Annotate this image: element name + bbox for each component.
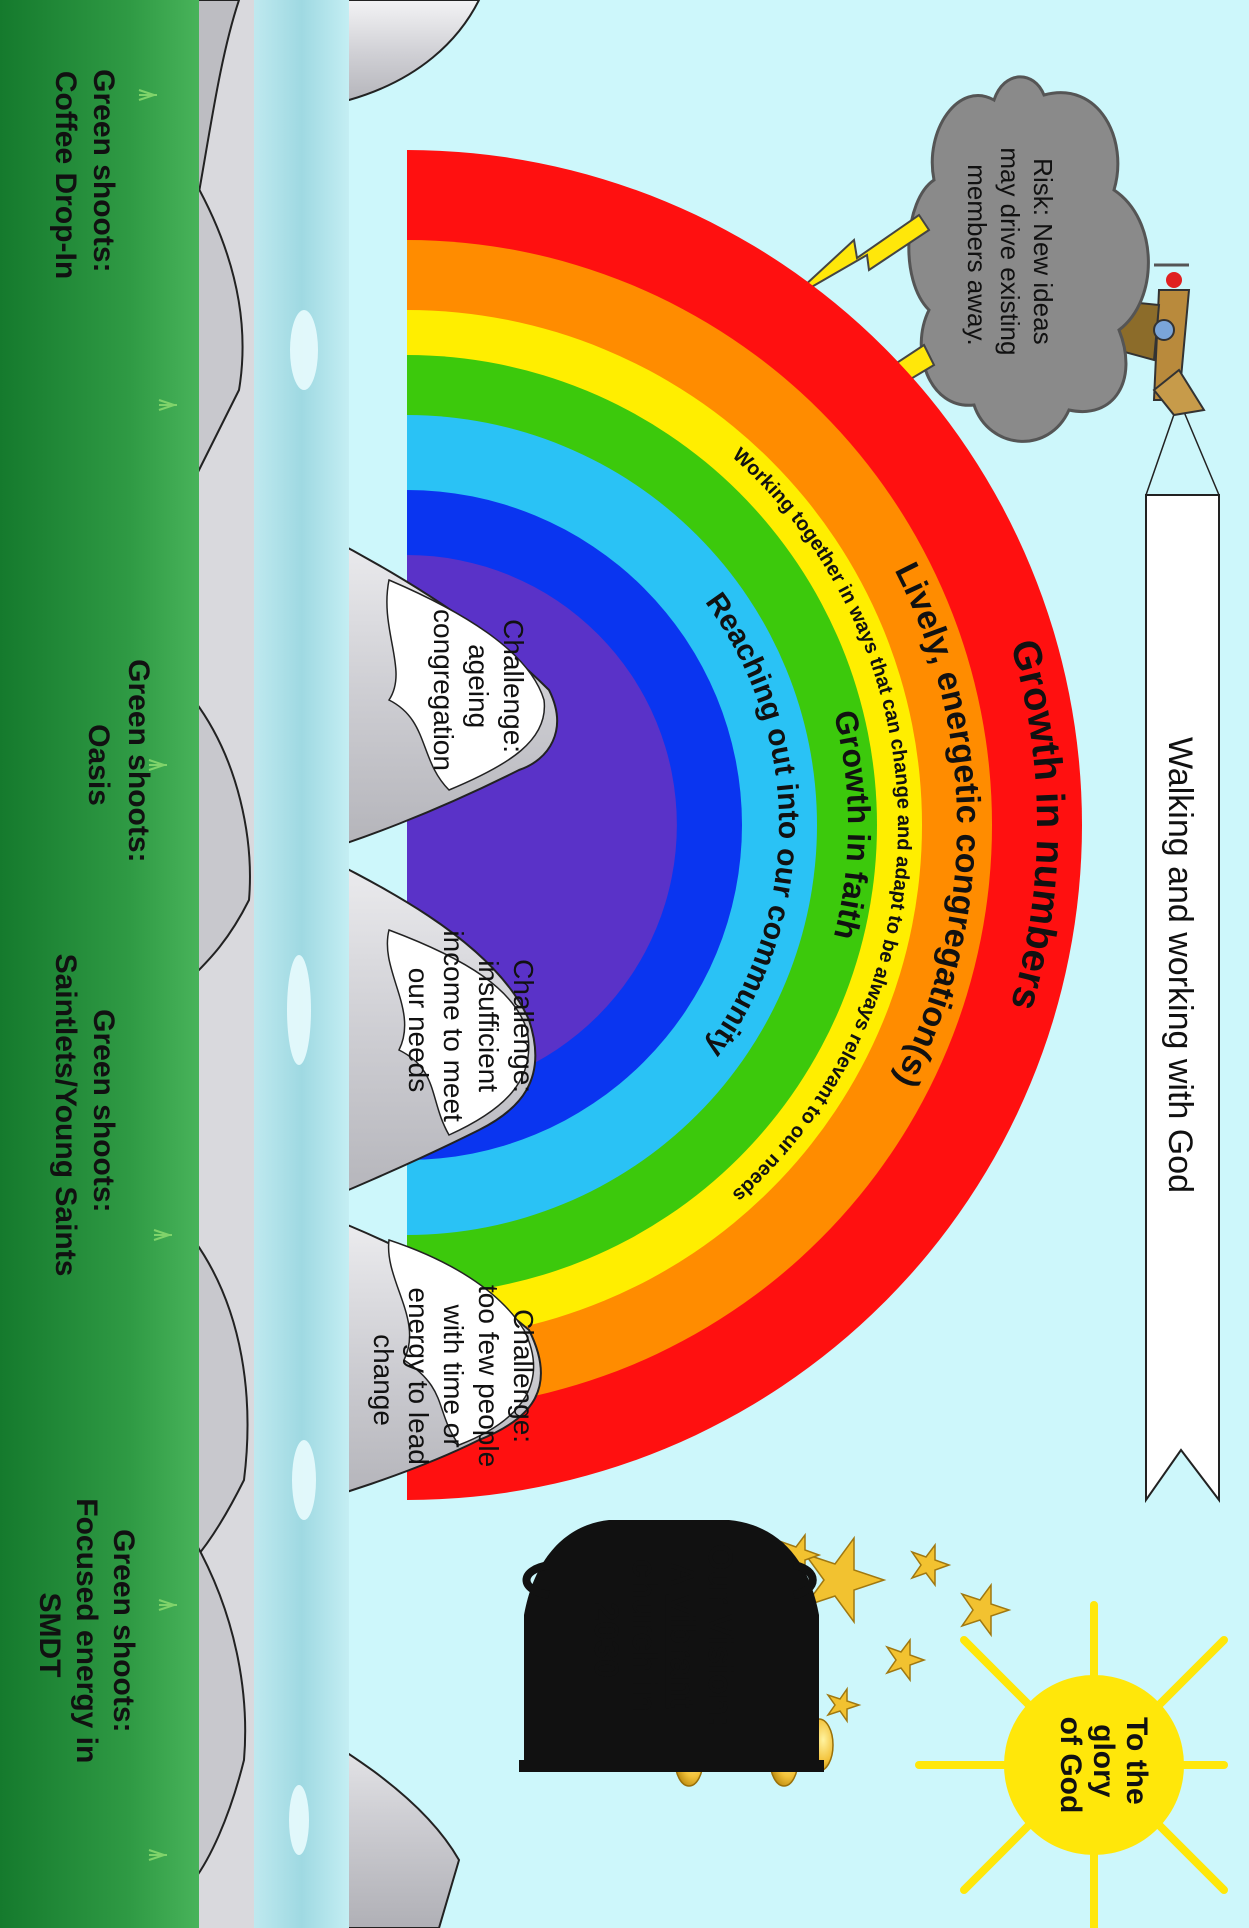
- pot-of-gold-icon: [519, 1520, 834, 1787]
- grass-tufts: [138, 89, 177, 1861]
- challenge-1-text: Challenge: ageing congregation: [428, 609, 529, 771]
- plane-banner: [1145, 399, 1220, 1504]
- sun-icon: [915, 1601, 1228, 1928]
- challenge-3-text: Challenge: too few people with time or e…: [368, 1285, 539, 1475]
- green-shoots-2-text: Green shoots: Oasis: [82, 659, 155, 871]
- challenge-2-text: Challenge: insufficient income to meet o…: [403, 930, 539, 1129]
- water-highlights: [287, 310, 318, 1855]
- sun-caption: To the glory of God: [1054, 1717, 1153, 1814]
- grass-field: [0, 0, 199, 1928]
- banner-text: Walking and working with God: [1161, 737, 1199, 1193]
- green-shoots-1-text: Green shoots: Coffee Drop-In: [49, 69, 120, 281]
- lower-hills: [193, 0, 254, 1928]
- vision-text: Our Vision: A vibrant church in 2030: [587, 1544, 739, 1736]
- risk-caption: Risk: New ideas may drive existing membe…: [962, 147, 1058, 362]
- green-shoots-4-text: Green shoots: Focused energy in SMDT: [33, 1498, 140, 1771]
- green-shoots-3-text: Green shoots: Saintlets/Young Saints: [49, 954, 120, 1277]
